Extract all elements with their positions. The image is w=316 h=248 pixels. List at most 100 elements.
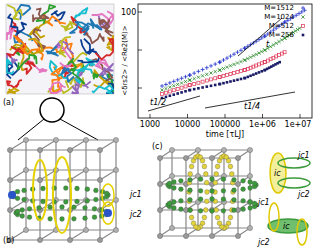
- data-marker: [176, 83, 179, 86]
- melt-box: [6, 4, 114, 94]
- data-marker: [275, 42, 278, 45]
- data-marker: [160, 84, 164, 88]
- data-marker: [240, 70, 243, 73]
- lattice-bond: [185, 158, 186, 236]
- lattice-bond: [237, 158, 238, 236]
- data-marker: [214, 77, 217, 80]
- chain-bead: [41, 199, 46, 204]
- data-marker: [263, 34, 267, 38]
- lattice-bond: [172, 201, 250, 202]
- data-marker: [243, 69, 246, 72]
- loop-label: ic: [274, 169, 281, 178]
- lattice-bond: [26, 229, 116, 230]
- data-marker: [222, 82, 225, 85]
- zoom-line: [18, 119, 44, 140]
- chain-bead: [221, 177, 226, 182]
- panel-label: (a): [3, 98, 14, 107]
- lattice-bead: [7, 177, 12, 182]
- chain: [62, 21, 75, 30]
- chain-bead: [232, 208, 237, 213]
- data-marker: [201, 80, 204, 83]
- yellow-loop: [33, 160, 47, 220]
- lattice-bond: [70, 230, 86, 240]
- chain-bead: [20, 208, 25, 213]
- chain-bead: [60, 217, 65, 222]
- data-marker: [160, 88, 163, 91]
- lattice-bond: [159, 158, 160, 236]
- data-marker: [210, 85, 213, 88]
- data-marker: [193, 82, 196, 85]
- data-marker: [277, 40, 280, 43]
- data-marker: [263, 34, 267, 38]
- chain-bead: [204, 199, 209, 204]
- data-marker: [301, 15, 304, 18]
- chain-bead: [83, 216, 88, 221]
- chain-bead: [214, 208, 219, 213]
- legend-text: M=1024: [264, 13, 294, 21]
- lattice-bond: [115, 140, 116, 230]
- data-marker: [213, 62, 217, 66]
- zoom-line: [60, 119, 98, 140]
- lattice-bead: [247, 173, 252, 178]
- data-marker: [258, 71, 261, 74]
- loop-label: jc1: [258, 198, 270, 207]
- loop-label: jc1: [130, 190, 142, 199]
- data-marker: [193, 77, 196, 80]
- lattice-bond: [26, 139, 116, 140]
- data-marker: [269, 45, 272, 48]
- chain-bead: [217, 221, 222, 226]
- lattice-bond: [172, 149, 250, 150]
- chain-bead: [241, 207, 246, 212]
- lattice: [7, 137, 118, 242]
- yellow-loop: [102, 202, 114, 224]
- data-marker: [180, 91, 183, 94]
- chain-bead: [221, 188, 226, 193]
- chain: [8, 89, 19, 94]
- slope-label: t1/2: [150, 98, 166, 107]
- data-marker: [240, 78, 243, 81]
- data-marker: [172, 79, 176, 83]
- lattice-bead: [209, 207, 214, 212]
- data-marker: [222, 75, 225, 78]
- data-marker: [229, 64, 232, 67]
- chain-bead: [232, 188, 237, 193]
- chain-bead: [241, 187, 246, 192]
- data-marker: [229, 54, 233, 58]
- chain-bead: [203, 172, 208, 177]
- data-marker: [236, 71, 239, 74]
- chain-bead: [72, 216, 77, 221]
- lattice-bead: [157, 155, 162, 160]
- loop-label: jc1: [298, 151, 310, 160]
- data-marker: [249, 74, 252, 77]
- chain-bead: [210, 197, 215, 202]
- lattice-bead: [67, 237, 72, 242]
- chain-bead: [75, 186, 80, 191]
- chain: [28, 21, 49, 38]
- lattice-bead: [247, 225, 252, 230]
- legend-swatch: [302, 34, 305, 37]
- lattice-bead: [195, 147, 200, 152]
- data-marker: [232, 52, 236, 56]
- lattice-bond: [25, 140, 26, 230]
- x-tick: [150, 114, 151, 118]
- lattice-bead: [169, 225, 174, 230]
- lattice-bond: [70, 170, 86, 180]
- chain-bead: [15, 209, 20, 214]
- lattice-bond: [40, 230, 56, 240]
- chain-bead: [229, 172, 234, 177]
- lattice-bond: [100, 170, 116, 180]
- data-marker: [189, 84, 192, 87]
- chain-bead: [167, 201, 172, 206]
- zoom-circle: [40, 98, 64, 122]
- chain-bead: [48, 216, 53, 221]
- chain-bead: [191, 221, 196, 226]
- data-marker: [263, 69, 266, 72]
- legend-swatch: [302, 25, 305, 28]
- lattice-bead: [37, 237, 42, 242]
- data-marker: [184, 80, 187, 83]
- legend-swatch: [301, 6, 305, 10]
- data-marker: [209, 64, 213, 68]
- lattice-bead: [113, 167, 118, 172]
- panel-label: (b): [3, 236, 14, 245]
- data-marker: [187, 73, 191, 77]
